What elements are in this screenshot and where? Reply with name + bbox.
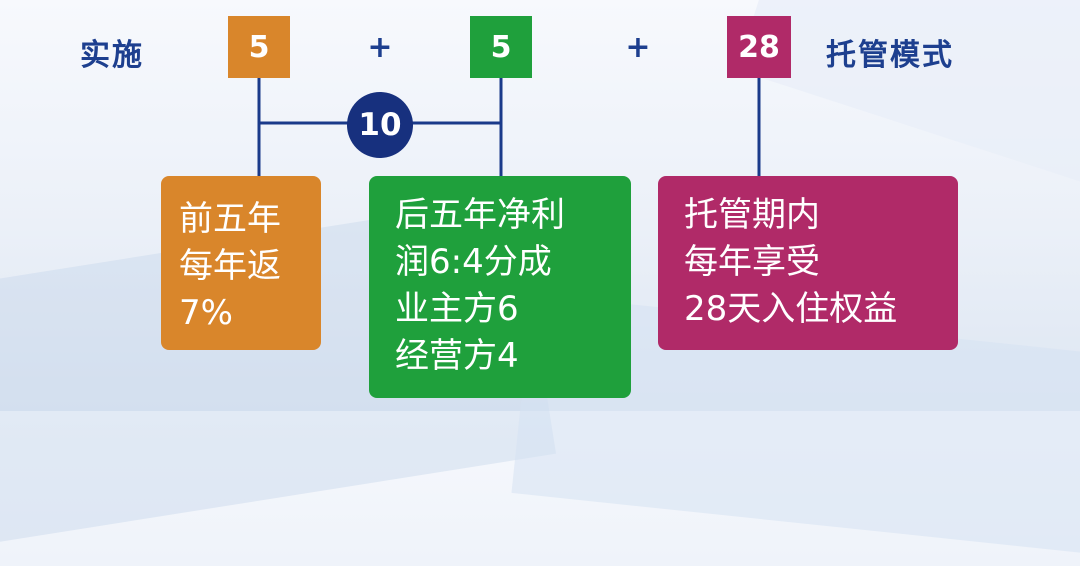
label-start: 实施	[80, 38, 144, 73]
info-line: 润6:4分成	[395, 242, 552, 282]
info-line: 经营方4	[395, 336, 519, 376]
number-box-second: 5	[470, 16, 532, 78]
info-line: 托管期内	[684, 195, 820, 235]
info-line: 后五年净利	[395, 195, 565, 235]
number-box-first: 5	[228, 16, 290, 78]
info-line: 7%	[179, 293, 233, 333]
sum-circle: 10	[347, 92, 413, 158]
info-box-first: 前五年 每年返 7%	[161, 176, 321, 350]
info-line: 28天入住权益	[684, 289, 898, 329]
info-box-third: 托管期内 每年享受 28天入住权益	[658, 176, 958, 350]
plus-sign-second: +	[625, 30, 651, 65]
info-line: 前五年	[179, 199, 281, 239]
label-end: 托管模式	[826, 38, 954, 73]
info-line: 每年享受	[684, 242, 820, 282]
info-line: 每年返	[179, 246, 281, 286]
plus-sign-first: +	[367, 30, 393, 65]
number-box-third: 28	[727, 16, 791, 78]
info-box-second: 后五年净利 润6:4分成 业主方6 经营方4	[369, 176, 631, 398]
info-line: 业主方6	[395, 289, 519, 329]
